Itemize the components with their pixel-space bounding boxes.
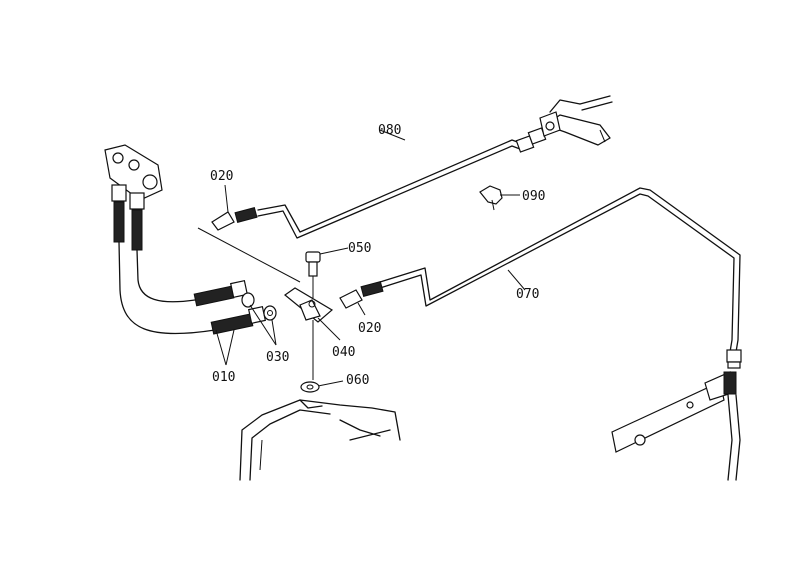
lower-right-bracket <box>611 349 742 481</box>
washer-060 <box>300 381 320 393</box>
clip-090 <box>479 185 520 211</box>
label-050: 050 <box>348 241 371 256</box>
label-030: 030 <box>266 350 289 365</box>
fitting-020-left <box>211 206 258 231</box>
hose-lines <box>113 201 216 335</box>
leader-lines <box>197 129 526 387</box>
label-010: 010 <box>212 370 235 385</box>
label-040: 040 <box>332 345 355 360</box>
pipe-080 <box>257 127 547 239</box>
upper-bracket <box>539 95 613 146</box>
fitting-010-upper <box>193 279 249 307</box>
bolt-050 <box>305 251 321 298</box>
label-090: 090 <box>522 189 545 204</box>
label-080: 080 <box>378 123 401 138</box>
pipe-070 <box>379 187 741 353</box>
fitting-020-right <box>339 280 384 309</box>
label-020-right: 020 <box>358 321 381 336</box>
label-060: 060 <box>346 373 369 388</box>
bracket-040 <box>284 287 334 323</box>
fitting-010-lower <box>210 305 267 335</box>
lower-housing <box>239 399 401 481</box>
washer-030 <box>241 292 277 321</box>
valve-block <box>104 144 163 210</box>
label-020-left: 020 <box>210 169 233 184</box>
label-070: 070 <box>516 287 539 302</box>
